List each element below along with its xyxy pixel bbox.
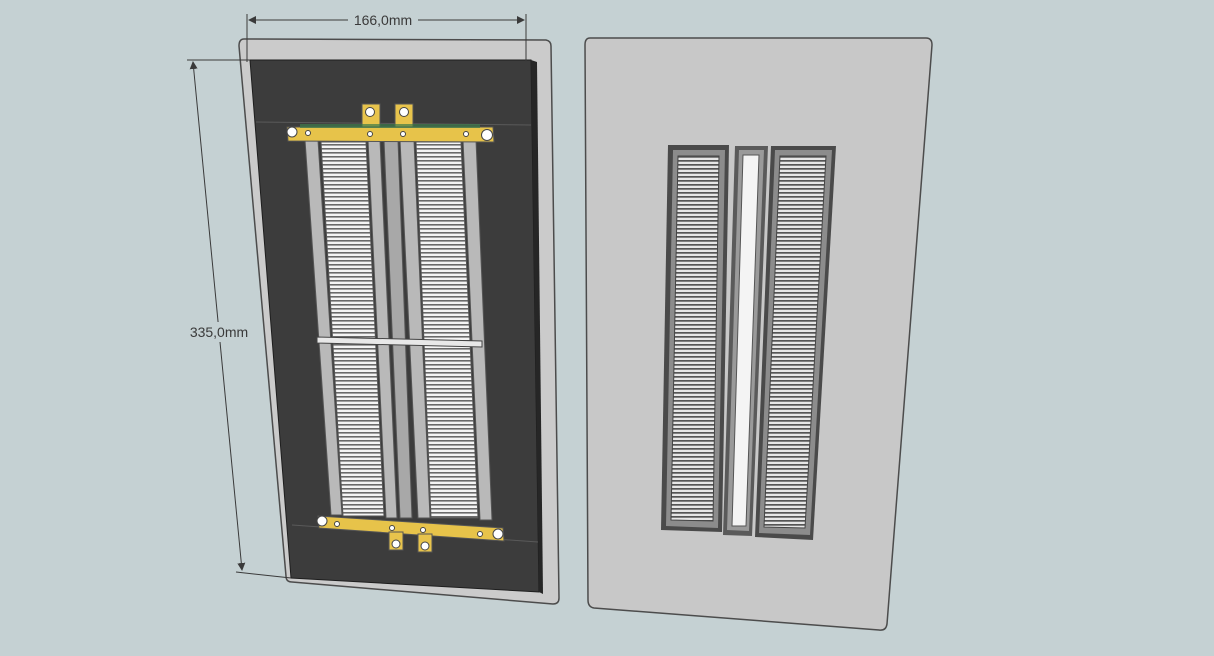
rear-plate-side [531,60,543,594]
ribbon-left [320,141,385,517]
front-panel-grille [584,37,933,631]
height-dimension-label: 335,0mm [190,324,248,340]
top-edge-line [255,121,532,126]
rear-panel-assembly [238,38,560,605]
slot-left [661,145,729,532]
middle-crossbar [316,336,483,348]
slot-center-membrane [723,146,768,536]
height-dimension: 335,0mm [184,59,292,579]
slot-right [755,146,836,540]
top-brass-bar [286,103,495,143]
width-dimension-label: 166,0mm [354,12,412,28]
bottom-brass-bar [316,515,505,553]
width-dimension: 166,0mm [246,10,527,62]
